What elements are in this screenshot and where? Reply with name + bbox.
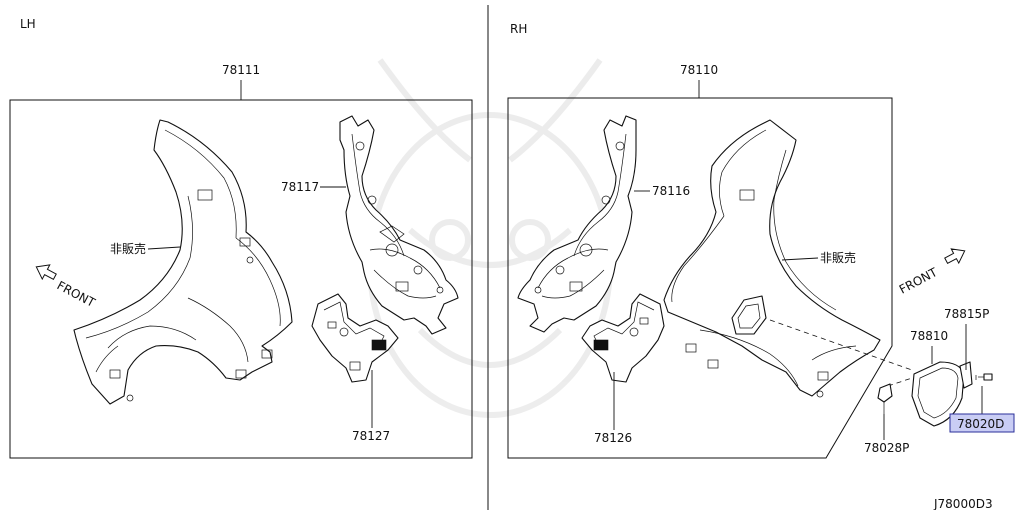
rh-inner-part-number[interactable]: 78116 [652, 184, 690, 198]
screw-icon [975, 373, 993, 381]
rh-assembly-part-number[interactable]: 78110 [680, 63, 718, 77]
fuel-lid-part-number[interactable]: 78810 [910, 329, 948, 343]
lh-front-label: FRONT [55, 278, 98, 310]
highlighted-part-box[interactable] [949, 413, 1015, 433]
fuel-filler-lid [911, 361, 973, 427]
rh-note-leader [781, 257, 819, 261]
diagram-id: J78000D3 [933, 497, 993, 510]
fuel-lid-guide-line [769, 319, 913, 371]
lh-lower-bracket [311, 293, 399, 383]
spring-clip-icon [877, 383, 893, 414]
screw-part-number[interactable]: 78815P [944, 307, 989, 321]
watermark-emblem [367, 58, 613, 418]
lh-lower-part-number[interactable]: 78127 [352, 429, 390, 443]
rh-assembly-frame [507, 97, 893, 459]
rh-lower-part-number[interactable]: 78126 [594, 431, 632, 445]
rh-front-label: FRONT [897, 265, 940, 297]
spring-part-number[interactable]: 78028P [864, 441, 909, 455]
lh-front-arrow-icon [35, 264, 57, 281]
rh-front-arrow-icon [944, 248, 966, 265]
rh-rear-outer-panel [663, 119, 881, 398]
lh-inner-part-number[interactable]: 78117 [281, 180, 319, 194]
lh-assembly-part-number[interactable]: 78111 [222, 63, 260, 77]
lh-note-leader [147, 246, 181, 250]
lh-not-for-sale-note: 非販売 [110, 241, 146, 256]
rh-not-for-sale-note: 非販売 [820, 250, 856, 265]
highlighted-part-number[interactable]: 78020D [957, 417, 1004, 431]
lh-rear-outer-panel [73, 119, 293, 405]
lh-side-label: LH [20, 17, 36, 31]
rh-lower-bracket [581, 293, 665, 383]
rh-inner-panel [517, 115, 637, 333]
lh-inner-panel [339, 115, 459, 335]
rh-side-label: RH [510, 22, 527, 36]
